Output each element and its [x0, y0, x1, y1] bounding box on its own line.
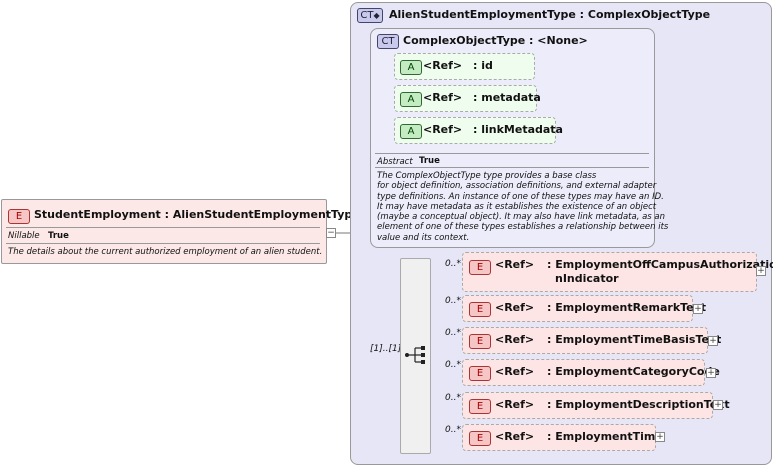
root-element-title: StudentEmployment : AlienStudentEmployme…	[34, 208, 360, 221]
attribute-name: : linkMetadata	[473, 123, 563, 136]
attribute-ref: <Ref>	[423, 91, 463, 104]
child-employment-category-code[interactable]: E <Ref> : EmploymentCategoryCode	[462, 359, 720, 386]
attribute-id[interactable]: A <Ref> : id	[394, 53, 535, 80]
child-name-cont: nIndicator	[555, 272, 619, 285]
complex-type-badge-icon: CT	[377, 34, 399, 49]
attribute-badge-icon: A	[400, 92, 422, 107]
child-employment-offcampus-authorization-indicator[interactable]: E <Ref> : EmploymentOffCampusAuthorizati…	[462, 252, 773, 292]
root-element-description: The details about the current authorized…	[8, 247, 323, 257]
attribute-metadata[interactable]: A <Ref> : metadata	[394, 85, 541, 112]
root-element-type: AlienStudentEmploymentType	[172, 208, 360, 221]
child-employment-time-basis-text[interactable]: E <Ref> : EmploymentTimeBasisText	[462, 327, 721, 354]
child-name: : EmploymentRemarkText	[547, 301, 707, 314]
divider	[6, 227, 320, 228]
child-name: : EmploymentTime	[547, 430, 663, 443]
element-badge-icon: E	[469, 302, 491, 317]
abstract-label: Abstract	[377, 157, 413, 167]
child-ref: <Ref>	[495, 365, 535, 378]
expand-icon[interactable]: +	[655, 432, 665, 442]
collapse-icon[interactable]: −	[326, 228, 336, 238]
root-element-name: StudentEmployment	[34, 208, 161, 221]
attribute-name: : metadata	[473, 91, 541, 104]
expand-icon[interactable]: +	[713, 400, 723, 410]
element-badge-icon: E	[469, 399, 491, 414]
diamond-icon: ◆	[373, 11, 380, 20]
child-name: : EmploymentCategoryCode	[547, 365, 720, 378]
complex-type-badge-text: CT	[360, 10, 374, 21]
attribute-badge-icon: A	[400, 60, 422, 75]
expand-icon[interactable]: +	[708, 336, 718, 346]
child-multiplicity: 0..*	[445, 296, 461, 306]
child-ref: <Ref>	[495, 301, 535, 314]
child-employment-remark-text[interactable]: E <Ref> : EmploymentRemarkText	[462, 295, 706, 322]
description-line: It may have metadata as it establishes t…	[377, 201, 657, 212]
child-ref: <Ref>	[495, 430, 535, 443]
description-line: for object definition, association defin…	[377, 181, 657, 192]
sequence-cardinality: [1]..[1]	[370, 344, 402, 354]
expand-icon[interactable]: +	[706, 368, 716, 378]
attribute-ref: <Ref>	[423, 59, 463, 72]
outer-type-title: AlienStudentEmploymentType : ComplexObje…	[389, 8, 711, 21]
root-element-card[interactable]: E StudentEmployment : AlienStudentEmploy…	[1, 199, 360, 264]
child-name: : EmploymentDescriptionText	[547, 398, 730, 411]
divider	[375, 167, 649, 168]
description-line: value and its context.	[377, 232, 470, 243]
attribute-ref: <Ref>	[423, 123, 463, 136]
child-employment-time[interactable]: E <Ref> : EmploymentTime	[462, 424, 663, 451]
inner-type-title: ComplexObjectType : <None>	[403, 34, 588, 47]
child-multiplicity: 0..*	[445, 360, 461, 370]
child-ref: <Ref>	[495, 398, 535, 411]
description-line: The ComplexObjectType type provides a ba…	[377, 171, 597, 181]
nillable-label: Nillable	[8, 231, 40, 241]
description-line: (maybe a conceptual object). It may also…	[377, 212, 666, 223]
child-employment-description-text[interactable]: E <Ref> : EmploymentDescriptionText	[462, 392, 730, 419]
child-name: : EmploymentTimeBasisText	[547, 333, 722, 346]
child-name: : EmploymentOffCampusAuthorizatio	[547, 258, 773, 271]
element-badge-icon: E	[469, 431, 491, 446]
expand-icon[interactable]: +	[756, 266, 766, 276]
complex-type-badge-icon: CT◆	[357, 8, 383, 23]
element-badge-icon: E	[8, 209, 30, 224]
element-badge-icon: E	[469, 366, 491, 381]
description-line: type definitions. An instance of one of …	[377, 191, 664, 202]
sequence-compositor[interactable]	[400, 258, 431, 454]
child-ref: <Ref>	[495, 333, 535, 346]
inner-type-description: The ComplexObjectType type provides a ba…	[377, 171, 668, 243]
root-element-sep: :	[164, 208, 170, 221]
element-badge-icon: E	[469, 334, 491, 349]
sequence-icon	[405, 346, 425, 364]
child-multiplicity: 0..*	[445, 425, 461, 435]
attribute-name: : id	[473, 59, 493, 72]
attribute-linkmetadata[interactable]: A <Ref> : linkMetadata	[394, 117, 563, 144]
attribute-badge-icon: A	[400, 124, 422, 139]
child-ref: <Ref>	[495, 258, 535, 271]
divider	[6, 243, 320, 244]
child-multiplicity: 0..*	[445, 259, 461, 269]
child-multiplicity: 0..*	[445, 393, 461, 403]
expand-icon[interactable]: +	[693, 304, 703, 314]
divider	[375, 153, 649, 154]
element-badge-icon: E	[469, 260, 491, 275]
description-line: element of one of these types establishe…	[377, 222, 669, 233]
abstract-value: True	[419, 156, 440, 166]
nillable-value: True	[48, 231, 69, 241]
child-multiplicity: 0..*	[445, 328, 461, 338]
